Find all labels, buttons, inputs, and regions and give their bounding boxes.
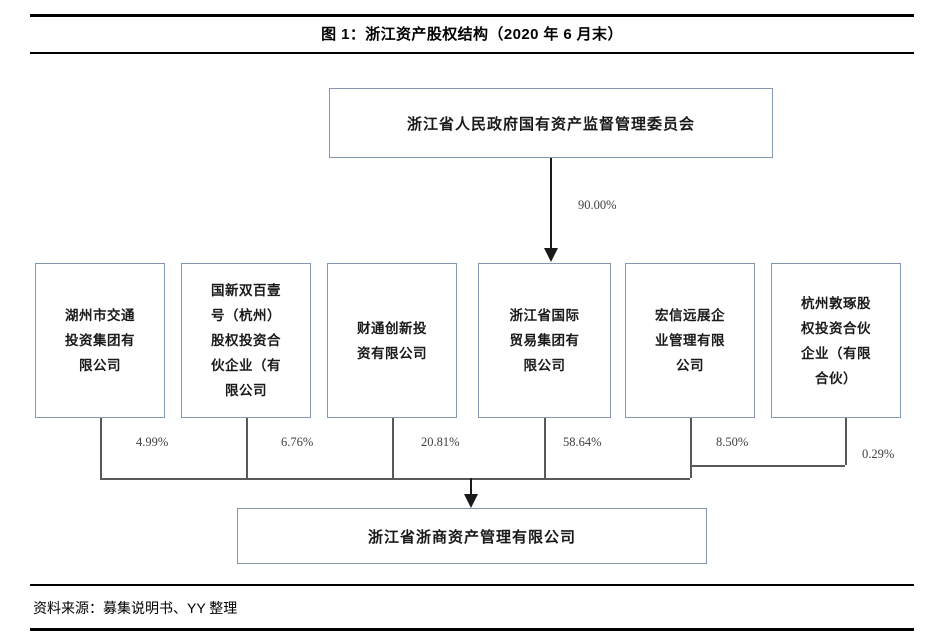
- source-note: 资料来源：募集说明书、YY 整理: [33, 600, 238, 616]
- node-shareholder-4: 宏信远展企业管理有限公司: [625, 263, 755, 418]
- node-shareholder-5-label: 杭州敦琢股权投资合伙企业（有限合伙）: [801, 295, 871, 386]
- header-rule-bottom: [30, 52, 914, 54]
- node-shareholder-0-label: 湖州市交通投资集团有限公司: [65, 308, 135, 373]
- connector-drop-3: [544, 418, 546, 478]
- node-shareholder-5: 杭州敦琢股权投资合伙企业（有限合伙）: [771, 263, 901, 418]
- node-shareholder-2-label: 财通创新投资有限公司: [357, 320, 427, 361]
- footer-rule-top: [30, 584, 914, 586]
- arrow-sasac-to-trade-group-head: [544, 248, 558, 262]
- pct-label-shareholder-2: 20.81%: [421, 435, 460, 449]
- arrow-sasac-to-trade-group: [550, 158, 553, 250]
- pct-label-shareholder-4: 8.50%: [716, 435, 749, 449]
- connector-drop-5: [845, 418, 847, 465]
- page-title: 图 1：浙江资产股权结构（2020 年 6 月末）: [321, 26, 623, 43]
- arrow-bus-to-target: [470, 478, 473, 498]
- connector-drop-0: [100, 418, 102, 478]
- connector-bus-right-tie: [690, 465, 692, 478]
- connector-drop-4: [690, 418, 692, 478]
- header-rule-top: [30, 14, 914, 17]
- pct-label-shareholder-3: 58.64%: [563, 435, 602, 449]
- node-sasac: 浙江省人民政府国有资产监督管理委员会: [329, 88, 773, 158]
- node-target-company-label: 浙江省浙商资产管理有限公司: [367, 529, 576, 546]
- node-shareholder-2: 财通创新投资有限公司: [327, 263, 457, 418]
- pct-label-shareholder-0: 4.99%: [136, 435, 169, 449]
- node-shareholder-0: 湖州市交通投资集团有限公司: [35, 263, 165, 418]
- connector-drop-2: [392, 418, 394, 478]
- pct-label-sasac: 90.00%: [578, 198, 617, 212]
- connector-bus: [100, 478, 690, 480]
- node-shareholder-1: 国新双百壹号（杭州）股权投资合伙企业（有限公司: [181, 263, 311, 418]
- pct-label-shareholder-1: 6.76%: [281, 435, 314, 449]
- footer-rule-bottom: [30, 628, 914, 631]
- node-shareholder-4-label: 宏信远展企业管理有限公司: [655, 308, 725, 373]
- arrow-bus-to-target-head: [464, 494, 478, 508]
- node-shareholder-3-label: 浙江省国际贸易集团有限公司: [509, 308, 580, 373]
- connector-bus-right-jog: [690, 465, 845, 467]
- connector-drop-1: [246, 418, 248, 478]
- pct-label-shareholder-5: 0.29%: [862, 447, 895, 461]
- node-target-company: 浙江省浙商资产管理有限公司: [237, 508, 707, 564]
- node-sasac-label: 浙江省人民政府国有资产监督管理委员会: [406, 116, 695, 133]
- node-shareholder-3: 浙江省国际贸易集团有限公司: [478, 263, 611, 418]
- node-shareholder-1-label: 国新双百壹号（杭州）股权投资合伙企业（有限公司: [211, 283, 281, 398]
